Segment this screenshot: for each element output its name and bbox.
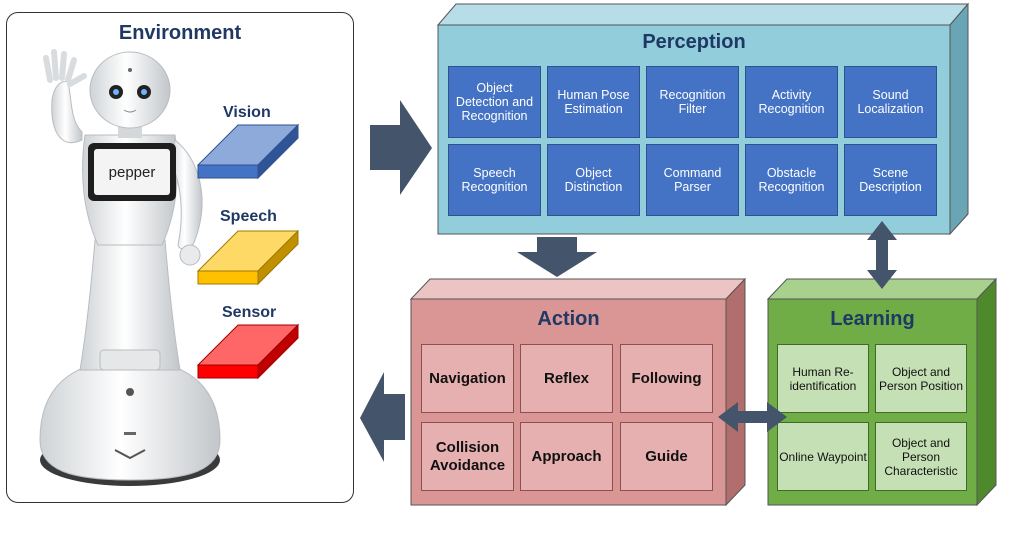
environment-title: Environment: [118, 22, 242, 44]
action-cell: Guide: [620, 422, 713, 491]
perception-cell: Human Pose Estimation: [547, 66, 640, 138]
sensor-slab: [196, 323, 300, 380]
learning-title: Learning: [830, 308, 915, 330]
perception-title: Perception: [642, 31, 746, 53]
tablet-label: pepper: [109, 164, 156, 181]
left-arrow: [360, 372, 405, 462]
vision-slab: [196, 123, 300, 180]
perception-cell: Sound Localization: [844, 66, 937, 138]
perception-cell: Object Detection and Recognition: [448, 66, 541, 138]
perception-cell: Object Distinction: [547, 144, 640, 216]
learning-cell: Object and Person Characteristic: [875, 422, 967, 491]
sense-slabs: [196, 123, 300, 380]
perception-cell: Scene Description: [844, 144, 937, 216]
perception-cell: Speech Recognition: [448, 144, 541, 216]
learning-cell: Online Waypoint: [777, 422, 869, 491]
action-cell: Reflex: [520, 344, 613, 413]
perception-cell: Recognition Filter: [646, 66, 739, 138]
action-cell: Collision Avoidance: [421, 422, 514, 491]
action-cell: Approach: [520, 422, 613, 491]
speech-slab: [196, 229, 300, 286]
action-cell: Following: [620, 344, 713, 413]
perception-cell: Obstacle Recognition: [745, 144, 838, 216]
down-arrow: [517, 237, 597, 277]
pepper-robot-image: pepper: [39, 49, 221, 486]
action-cell: Navigation: [421, 344, 514, 413]
learning-cell: Object and Person Position: [875, 344, 967, 413]
perception-cell: Activity Recognition: [745, 66, 838, 138]
speech-label: Speech: [220, 208, 277, 225]
perception-cell: Command Parser: [646, 144, 739, 216]
action-title: Action: [537, 308, 600, 330]
learning-cell: Human Re-identification: [777, 344, 869, 413]
vision-label: Vision: [223, 104, 271, 121]
sensor-label: Sensor: [222, 304, 277, 321]
right-arrow: [370, 100, 432, 195]
